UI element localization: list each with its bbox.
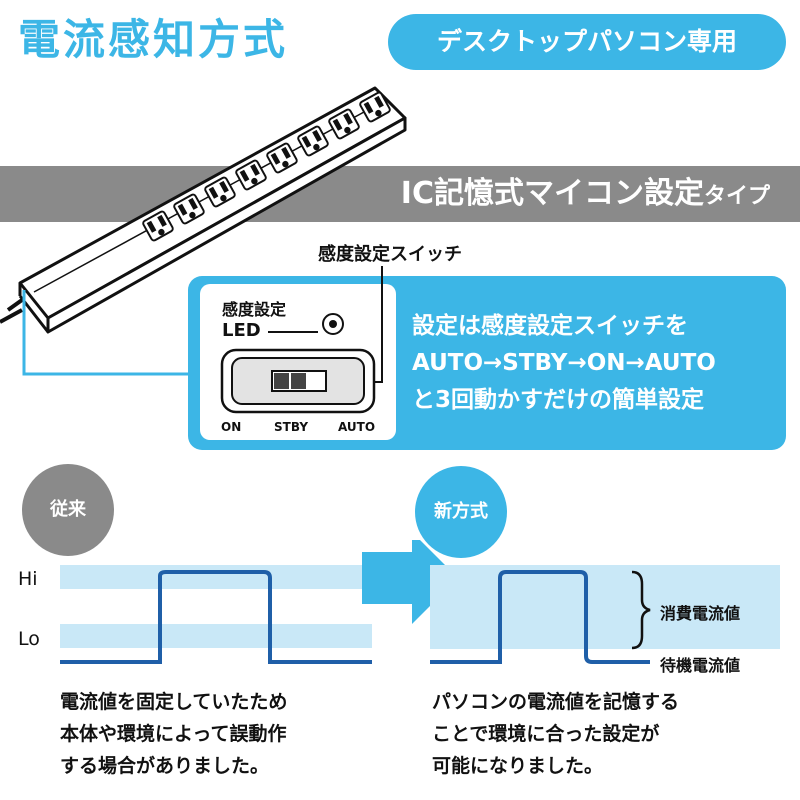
old-method-badge: 従来 <box>22 464 114 556</box>
page-title: 電流感知方式 <box>18 15 289 64</box>
type-label: IC記憶式マイコン設定タイプ <box>401 166 770 222</box>
new-waveform <box>430 570 650 664</box>
old-waveform <box>60 570 372 664</box>
connector-line <box>22 290 200 376</box>
new-method-badge: 新方式 <box>415 466 507 558</box>
usage-badge: デスクトップパソコン専用 <box>388 14 786 70</box>
standby-current-label: 待機電流値 <box>660 656 741 675</box>
panel-label-led: LED <box>222 320 261 341</box>
switch-position-stby: STBY <box>274 420 309 434</box>
arrow-icon <box>362 540 458 624</box>
axis-label-lo: Lo <box>18 628 40 650</box>
switch-detail <box>220 266 383 414</box>
setup-description-line: 設定は感度設定スイッチを <box>412 313 688 339</box>
setup-description-line: と3回動かすだけの簡単設定 <box>412 387 705 413</box>
caption-line: する場合がありました。 <box>60 755 270 777</box>
axis-label-hi: Hi <box>18 568 38 590</box>
outlet-icon <box>359 91 391 123</box>
new-method-caption: パソコンの電流値を記憶する ことで環境に合った設定が 可能になりました。 <box>432 686 679 782</box>
outlet-icon <box>142 210 174 242</box>
brace-icon <box>631 570 651 650</box>
outlet-icon <box>266 142 298 174</box>
outlet-icon <box>235 159 267 191</box>
new-consumption-band <box>430 565 780 649</box>
power-strip-illustration <box>0 86 407 334</box>
outlet-icon <box>297 125 329 157</box>
current-diagram <box>60 540 780 664</box>
type-band <box>0 166 800 222</box>
outlet-icon <box>204 176 236 208</box>
outlet-icon <box>173 193 205 225</box>
setup-description: 設定は感度設定スイッチを AUTO→STBY→ON→AUTO と3回動かすだけの… <box>412 308 782 419</box>
switch-position-on: ON <box>221 420 242 434</box>
switch-callout: 感度設定スイッチ <box>318 244 462 265</box>
type-label-main: IC記憶式マイコン設定 <box>400 176 704 211</box>
old-method-caption: 電流値を固定していたため 本体や環境によって誤動作 する場合がありました。 <box>60 686 287 782</box>
old-lo-band <box>60 624 372 648</box>
consumption-current-label: 消費電流値 <box>660 604 741 623</box>
switch-position-auto: AUTO <box>338 420 376 434</box>
panel-label-sensitivity: 感度設定 <box>222 300 287 319</box>
caption-line: 電流値を固定していたため <box>60 691 288 713</box>
caption-line: 本体や環境によって誤動作 <box>60 723 287 745</box>
old-hi-band <box>60 565 372 589</box>
outlet-icon <box>328 108 360 140</box>
setup-description-line: AUTO→STBY→ON→AUTO <box>412 350 716 376</box>
type-label-suffix: タイプ <box>703 184 770 209</box>
caption-line: 可能になりました。 <box>432 755 604 777</box>
caption-line: ことで環境に合った設定が <box>432 723 660 745</box>
caption-line: パソコンの電流値を記憶する <box>432 691 680 713</box>
